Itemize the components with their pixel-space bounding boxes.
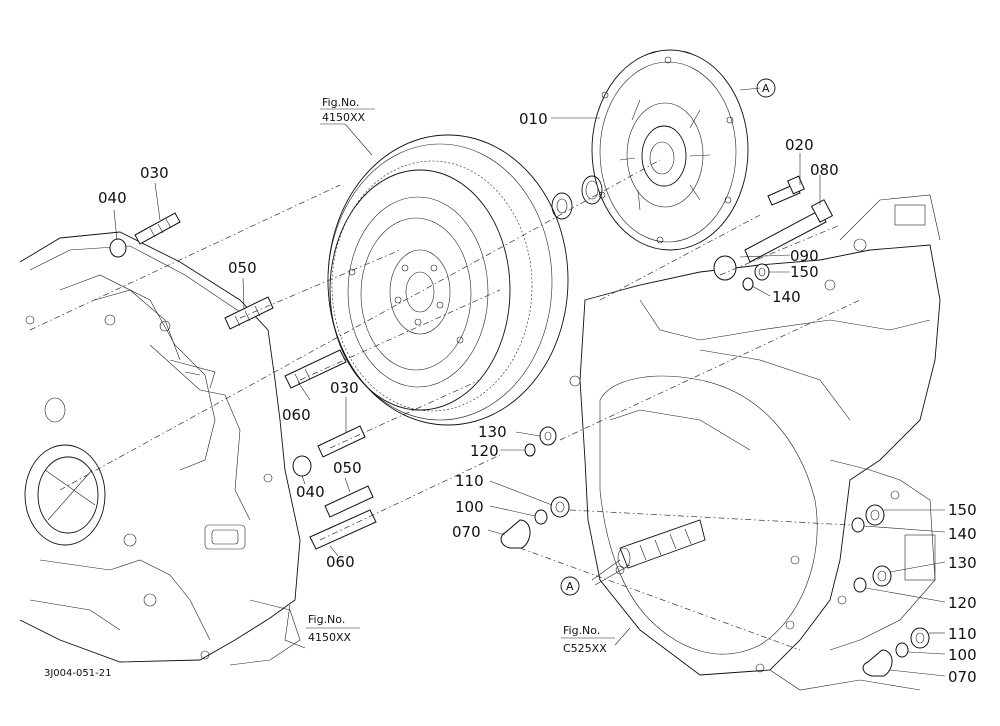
fig-ref-bottom-right-title: Fig.No.: [563, 624, 600, 637]
right-housing: [569, 194, 941, 691]
label-070-mid: 070: [452, 523, 481, 541]
circle-marker-top-letter: A: [762, 82, 770, 95]
label-150-top: 150: [790, 263, 819, 281]
label-020: 020: [785, 136, 814, 154]
label-100-right: 100: [948, 646, 977, 664]
label-090: 090: [790, 247, 819, 265]
drawing-code: 3J004-051-21: [44, 668, 111, 679]
circle-marker-bottom-letter: A: [566, 580, 574, 593]
leader-lines: [113, 117, 946, 677]
fig-ref-top-number: 4150XX: [322, 111, 366, 124]
label-030-top: 030: [140, 164, 169, 182]
left-housing: [19, 231, 301, 666]
part-labels: 010 020 080 090 150 140 030 040 050 060 …: [98, 110, 977, 686]
label-120-right: 120: [948, 594, 977, 612]
label-040-mid: 040: [296, 483, 325, 501]
fig-ref-bottom-right-number: C525XX: [563, 642, 607, 655]
label-050-top: 050: [228, 259, 257, 277]
label-040-top: 040: [98, 189, 127, 207]
label-110-right: 110: [948, 625, 977, 643]
label-130-mid: 130: [478, 423, 507, 441]
label-050-mid: 050: [333, 459, 362, 477]
label-070-right: 070: [948, 668, 977, 686]
label-030-mid: 030: [330, 379, 359, 397]
fig-ref-bottom-left-number: 4150XX: [308, 631, 352, 644]
label-060-mid: 060: [282, 406, 311, 424]
fig-ref-top-title: Fig.No.: [322, 96, 359, 109]
label-150-right: 150: [948, 501, 977, 519]
label-080: 080: [810, 161, 839, 179]
label-010: 010: [519, 110, 548, 128]
drive-plate: [551, 49, 749, 251]
circle-marker-bottom: A: [560, 576, 580, 596]
label-060-low: 060: [326, 553, 355, 571]
label-140-top: 140: [772, 288, 801, 306]
flywheel: [327, 134, 569, 426]
assembly-lines: [29, 87, 861, 651]
label-110-mid: 110: [455, 472, 484, 490]
figure-references: Fig.No. 4150XX Fig.No. 4150XX Fig.No. C5…: [306, 96, 615, 655]
label-120-mid: 120: [470, 442, 499, 460]
label-130-right: 130: [948, 554, 977, 572]
fig-ref-bottom-left-title: Fig.No.: [308, 613, 345, 626]
hardware: [109, 175, 930, 677]
label-100-mid: 100: [455, 498, 484, 516]
label-140-right: 140: [948, 525, 977, 543]
circle-marker-top: A: [756, 78, 776, 98]
